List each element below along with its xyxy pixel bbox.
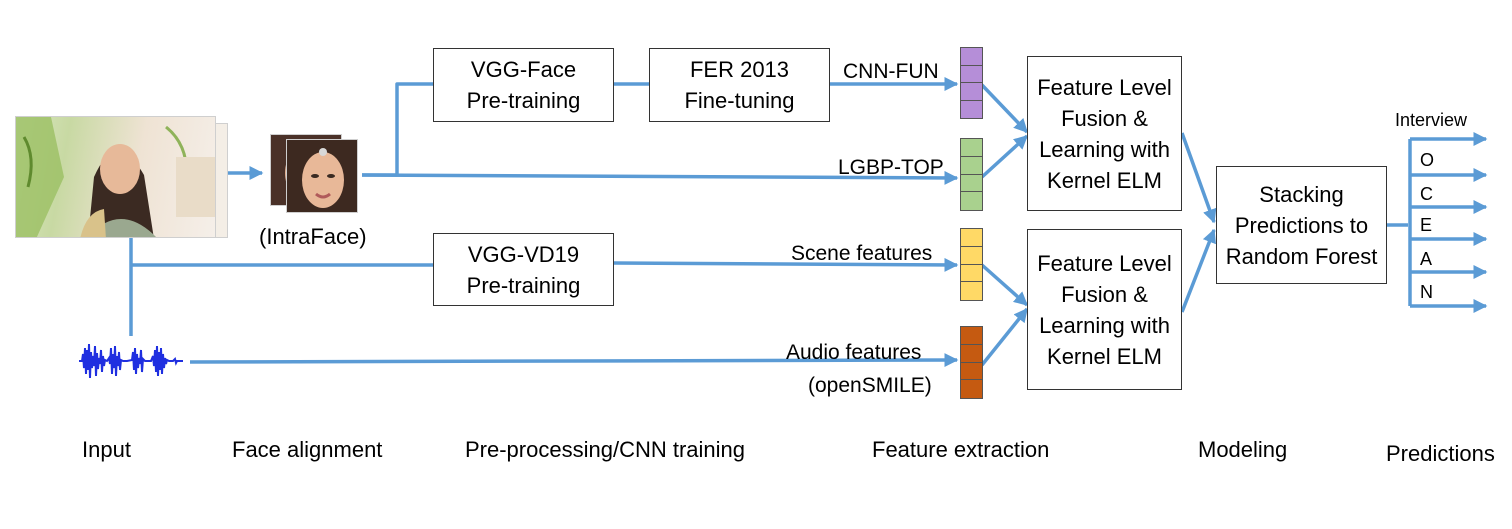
vector-cell xyxy=(961,175,982,193)
fusion-bottom-line-1: Feature Level xyxy=(1037,250,1172,276)
vgg-face-line-2: Pre-training xyxy=(466,88,581,113)
vector-cell xyxy=(961,247,982,265)
vector-cell xyxy=(961,101,982,119)
fer2013-box: FER 2013 Fine-tuning xyxy=(649,48,830,122)
prediction-n: N xyxy=(1420,282,1433,302)
prediction-o: O xyxy=(1420,150,1435,170)
vector-cell xyxy=(961,157,982,175)
stage-preprocessing: Pre-processing/CNN training xyxy=(465,437,745,462)
scene-features-label: Scene features xyxy=(791,242,933,265)
vector-cell xyxy=(961,192,982,210)
fusion-top-box: Feature Level Fusion & Learning with Ker… xyxy=(1027,56,1182,211)
stacking-line-1: Stacking xyxy=(1259,181,1344,207)
stage-modeling: Modeling xyxy=(1198,437,1288,462)
audio-features-label: Audio features xyxy=(786,341,922,364)
vector-cell xyxy=(961,48,982,66)
fusion-bottom-line-4: Kernel ELM xyxy=(1047,343,1162,369)
vector-cell xyxy=(961,345,982,363)
fusion-bottom-box: Feature Level Fusion & Learning with Ker… xyxy=(1027,229,1182,390)
prediction-e: E xyxy=(1420,215,1433,235)
opensmile-label: (openSMILE) xyxy=(808,374,932,397)
aligned-face xyxy=(286,139,358,213)
vgg-vd19-box: VGG-VD19 Pre-training xyxy=(433,233,614,306)
stage-input: Input xyxy=(82,437,131,462)
stacking-box: Stacking Predictions to Random Forest xyxy=(1216,166,1387,284)
vector-cell xyxy=(961,66,982,83)
audio-feature-vector xyxy=(960,326,983,399)
vector-cell xyxy=(961,229,982,247)
input-video-frame xyxy=(15,116,216,238)
cnn-fun-label: CNN-FUN xyxy=(843,60,939,83)
fer2013-line-2: Fine-tuning xyxy=(684,88,795,113)
vector-cell xyxy=(961,265,982,283)
vector-cell xyxy=(961,327,982,345)
fusion-bottom-line-2: Fusion & xyxy=(1061,281,1148,307)
prediction-c: C xyxy=(1420,184,1433,204)
vgg-vd19-line-1: VGG-VD19 xyxy=(467,241,580,267)
face-illustration xyxy=(287,140,357,212)
fusion-top-line-3: Learning with xyxy=(1039,136,1170,162)
fusion-bottom-line-3: Learning with xyxy=(1039,312,1170,338)
person-illustration xyxy=(16,117,215,237)
stacking-line-3: Random Forest xyxy=(1225,243,1378,269)
intraface-label: (IntraFace) xyxy=(259,224,367,249)
lgbp-top-feature-vector xyxy=(960,138,983,211)
stage-face-alignment: Face alignment xyxy=(232,437,383,462)
fer2013-line-1: FER 2013 xyxy=(689,57,790,82)
fusion-top-line-1: Feature Level xyxy=(1037,74,1172,100)
vector-cell xyxy=(961,363,982,381)
audio-waveform-icon xyxy=(79,343,183,379)
cnn-fun-feature-vector xyxy=(960,47,983,119)
prediction-interview: Interview xyxy=(1395,110,1468,130)
lgbp-top-label: LGBP-TOP xyxy=(838,156,944,179)
vgg-face-line-1: VGG-Face xyxy=(470,57,577,82)
vector-cell xyxy=(961,282,982,300)
scene-feature-vector xyxy=(960,228,983,301)
stage-feature-extraction: Feature extraction xyxy=(872,437,1050,462)
vgg-vd19-line-2: Pre-training xyxy=(466,272,581,298)
fusion-top-line-2: Fusion & xyxy=(1061,105,1148,131)
vector-cell xyxy=(961,139,982,157)
vector-cell xyxy=(961,380,982,398)
vector-cell xyxy=(961,83,982,101)
vgg-face-box: VGG-Face Pre-training xyxy=(433,48,614,122)
stacking-line-2: Predictions to xyxy=(1234,212,1369,238)
stage-predictions: Predictions xyxy=(1386,441,1495,466)
prediction-a: A xyxy=(1420,249,1433,269)
fusion-top-line-4: Kernel ELM xyxy=(1047,167,1162,193)
